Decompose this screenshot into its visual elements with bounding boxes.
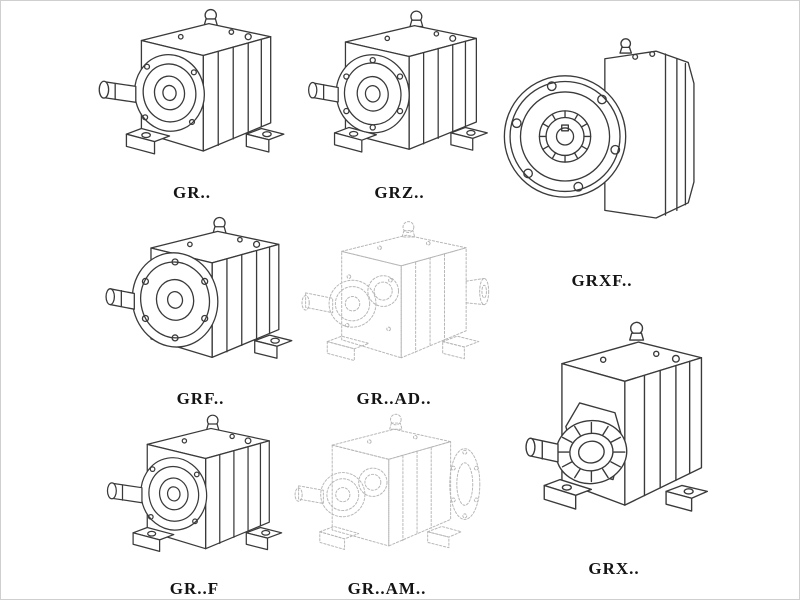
model-cell-grad: GR..AD.. xyxy=(289,215,499,409)
grxf-gearbox-drawing xyxy=(493,3,711,269)
model-label-grxf: GRXF.. xyxy=(571,271,633,290)
model-cell-grf: GRF.. xyxy=(93,211,308,409)
model-label-grad: GR..AD.. xyxy=(356,389,432,408)
model-cell-grxf: GRXF.. xyxy=(493,3,711,291)
grad-gearbox-drawing xyxy=(293,215,495,387)
model-label-grx: GRX.. xyxy=(588,559,640,578)
model-label-grf: GRF.. xyxy=(176,389,225,408)
grfoot-gearbox-drawing xyxy=(95,409,295,577)
model-cell-gram: GR..AM.. xyxy=(287,407,487,599)
model-cell-grz: GRZ.. xyxy=(297,3,502,203)
model-label-grfoot: GR..F xyxy=(169,579,220,598)
grz-gearbox-drawing xyxy=(300,3,500,181)
model-cell-gr: GR.. xyxy=(83,3,301,203)
model-label-grz: GRZ.. xyxy=(374,183,425,202)
gr-gearbox-drawing xyxy=(87,3,297,181)
model-label-gr: GR.. xyxy=(173,183,211,202)
gram-gearbox-drawing xyxy=(288,407,486,577)
grx-gearbox-drawing xyxy=(501,299,727,557)
model-cell-grx: GRX.. xyxy=(499,299,729,579)
grf-gearbox-drawing xyxy=(97,211,305,387)
model-label-gram: GR..AM.. xyxy=(347,579,427,598)
model-cell-grfoot: GR..F xyxy=(87,409,302,599)
